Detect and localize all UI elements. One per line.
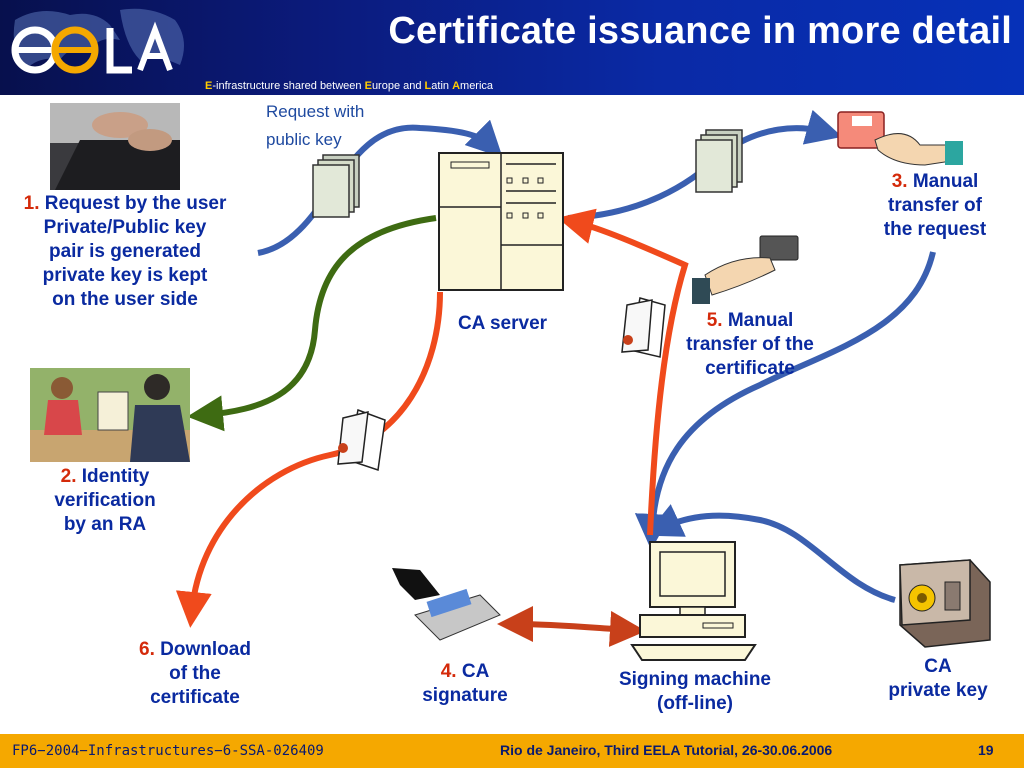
label-line: Manual — [727, 310, 794, 331]
label-line: Signing machine — [618, 669, 772, 690]
label-line: Request by the user — [44, 193, 227, 214]
certificate-icon — [621, 297, 666, 358]
label-line: Private/Public key — [43, 217, 207, 238]
label-line: certificate — [705, 358, 795, 379]
signing-machine-label: Signing machine (off-line) — [590, 668, 800, 716]
step1-label: 1. Request by the user Private/Public ke… — [0, 192, 250, 312]
arrow-signature-link — [497, 606, 646, 647]
label-line: CA — [461, 661, 490, 682]
label-line: of the — [169, 663, 221, 684]
label-line: 2. Identity — [20, 465, 190, 489]
step-number: 3. — [891, 171, 908, 192]
label-line: transfer of — [888, 195, 982, 216]
safe-icon — [899, 559, 991, 648]
label-line: 6. Download — [115, 638, 275, 662]
label-line: certificate — [150, 687, 240, 708]
diskette-hand-icon — [837, 111, 963, 166]
label-line: CA server — [457, 313, 548, 334]
diskette-hand-icon — [692, 235, 799, 304]
subtitle-part: -infrastructure shared between — [212, 80, 365, 92]
step4-label: 4. CA signature — [395, 660, 535, 708]
label-line: Download — [160, 639, 251, 660]
step-number: 4. — [440, 661, 457, 682]
arrow-signing-to-server — [557, 208, 689, 536]
request-with-public-key-label: Request with public key — [266, 98, 364, 154]
page-number: 19 — [978, 742, 994, 758]
step-number: 6. — [139, 639, 155, 660]
step3-label: 3. Manual transfer of the request — [855, 170, 1015, 242]
label-line: public key — [266, 130, 342, 149]
request-document-icon — [695, 129, 743, 193]
step6-label: 6. Download of the certificate — [115, 638, 275, 710]
footer-bar: FP6−2004−Infrastructures−6-SSA-026409 Ri… — [0, 734, 1024, 768]
label-line: the request — [883, 219, 987, 240]
ra-meeting-photo — [30, 368, 190, 462]
request-document-icon — [312, 154, 360, 218]
label-line: private key is kept — [42, 265, 208, 286]
header-bar: Certificate issuance in more detail E-in… — [0, 0, 1024, 95]
label-line: signature — [422, 685, 508, 706]
subtitle-part: merica — [460, 80, 494, 92]
label-line: Manual — [912, 171, 979, 192]
subtitle-part: urope and — [371, 80, 425, 92]
label-line: verification — [54, 490, 156, 511]
label-line: transfer of the — [686, 334, 814, 355]
event-info: Rio de Janeiro, Third EELA Tutorial, 26-… — [500, 742, 833, 758]
label-line: Identity — [81, 466, 150, 487]
label-line: private key — [888, 680, 988, 701]
eela-logo — [11, 8, 184, 74]
subtitle-part: E — [364, 80, 372, 92]
keyboard-photo — [50, 103, 180, 190]
step-number: 5. — [706, 310, 723, 331]
label-line: CA — [924, 656, 952, 677]
card-signature-icon — [392, 568, 501, 641]
certificate-icon — [337, 408, 386, 471]
project-id: FP6−2004−Infrastructures−6-SSA-026409 — [12, 743, 324, 759]
ca-server-label: CA server — [420, 312, 585, 336]
subtitle-part: L — [424, 80, 432, 92]
arrow-transfer-to-signing — [634, 251, 936, 550]
subtitle-part: atin — [431, 80, 453, 92]
step2-label: 2. Identity verification by an RA — [20, 465, 190, 537]
label-line: Request with — [266, 102, 365, 121]
arrow-request-to-server — [257, 119, 503, 256]
arrow-key-to-signing — [645, 504, 896, 603]
step5-label: 5. Manual transfer of the certificate — [660, 309, 840, 381]
subtitle-part: E — [205, 80, 213, 92]
label-line: 3. Manual — [855, 170, 1015, 194]
label-line: 1. Request by the user — [0, 192, 250, 216]
page-subtitle: E-infrastructure shared between Europe a… — [205, 80, 493, 92]
page-title: Certificate issuance in more detail — [388, 10, 1012, 52]
ca-server-icon — [438, 152, 564, 291]
label-line: by an RA — [63, 514, 147, 535]
diagram-canvas — [30, 103, 991, 661]
label-line: (off-line) — [657, 693, 733, 714]
arrow-server-to-ra — [187, 215, 437, 432]
subtitle-part: A — [452, 80, 461, 92]
arrow-server-to-download — [175, 291, 443, 628]
label-line: on the user side — [52, 289, 198, 310]
ca-private-key-label: CA private key — [868, 655, 1008, 703]
step-number: 1. — [23, 193, 40, 214]
signing-machine-icon — [630, 541, 757, 661]
label-line: 5. Manual — [660, 309, 840, 333]
label-line: 4. CA — [395, 660, 535, 684]
label-line: pair is generated — [48, 241, 202, 262]
step-number: 2. — [60, 466, 77, 487]
